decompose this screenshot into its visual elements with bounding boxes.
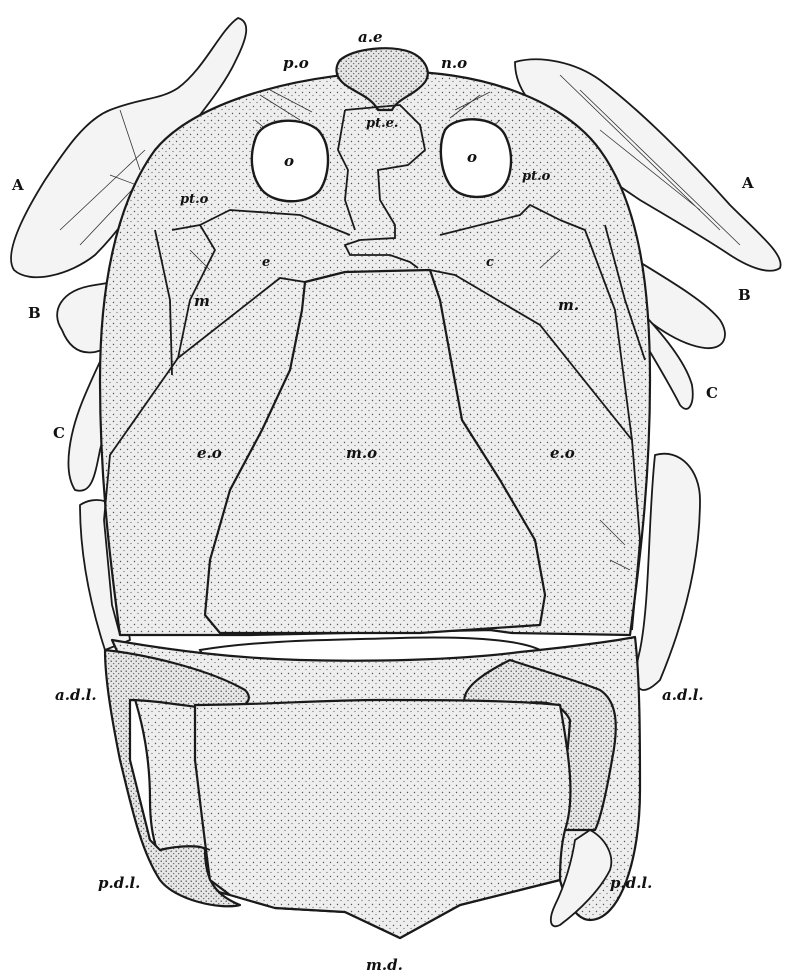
label-pto-left: pt.o [180,193,208,206]
label-pdl-left: p.d.l. [98,876,140,891]
label-pto-right: pt.o [522,170,550,183]
label-mo: m.o [346,446,377,461]
label-orbit-right: o [467,150,477,165]
label-orbit-left: o [284,154,294,169]
label-eo-right: e.o [550,446,575,461]
label-m-right: m. [558,298,579,313]
label-e-right: c [486,256,494,269]
label-adl-right: a.d.l. [662,688,704,703]
label-a-right: A [742,176,754,191]
label-e-left: e [262,256,270,269]
label-m-left: m [194,294,210,309]
label-adl-left: a.d.l. [55,688,97,703]
label-c-left: C [53,426,65,441]
label-md: m.d. [366,958,403,973]
label-ae: a.e [358,30,383,45]
label-c-right: C [706,386,718,401]
label-b-left: B [28,306,41,321]
label-pdl-right: p.d.l. [610,876,652,891]
label-b-right: B [738,288,751,303]
label-a-left: A [12,178,24,193]
label-pte: pt.e. [366,117,398,130]
median-dorsal-plate [195,700,570,938]
label-no: n.o [441,56,467,71]
label-po: p.o [283,56,309,71]
label-eo-left: e.o [197,446,222,461]
